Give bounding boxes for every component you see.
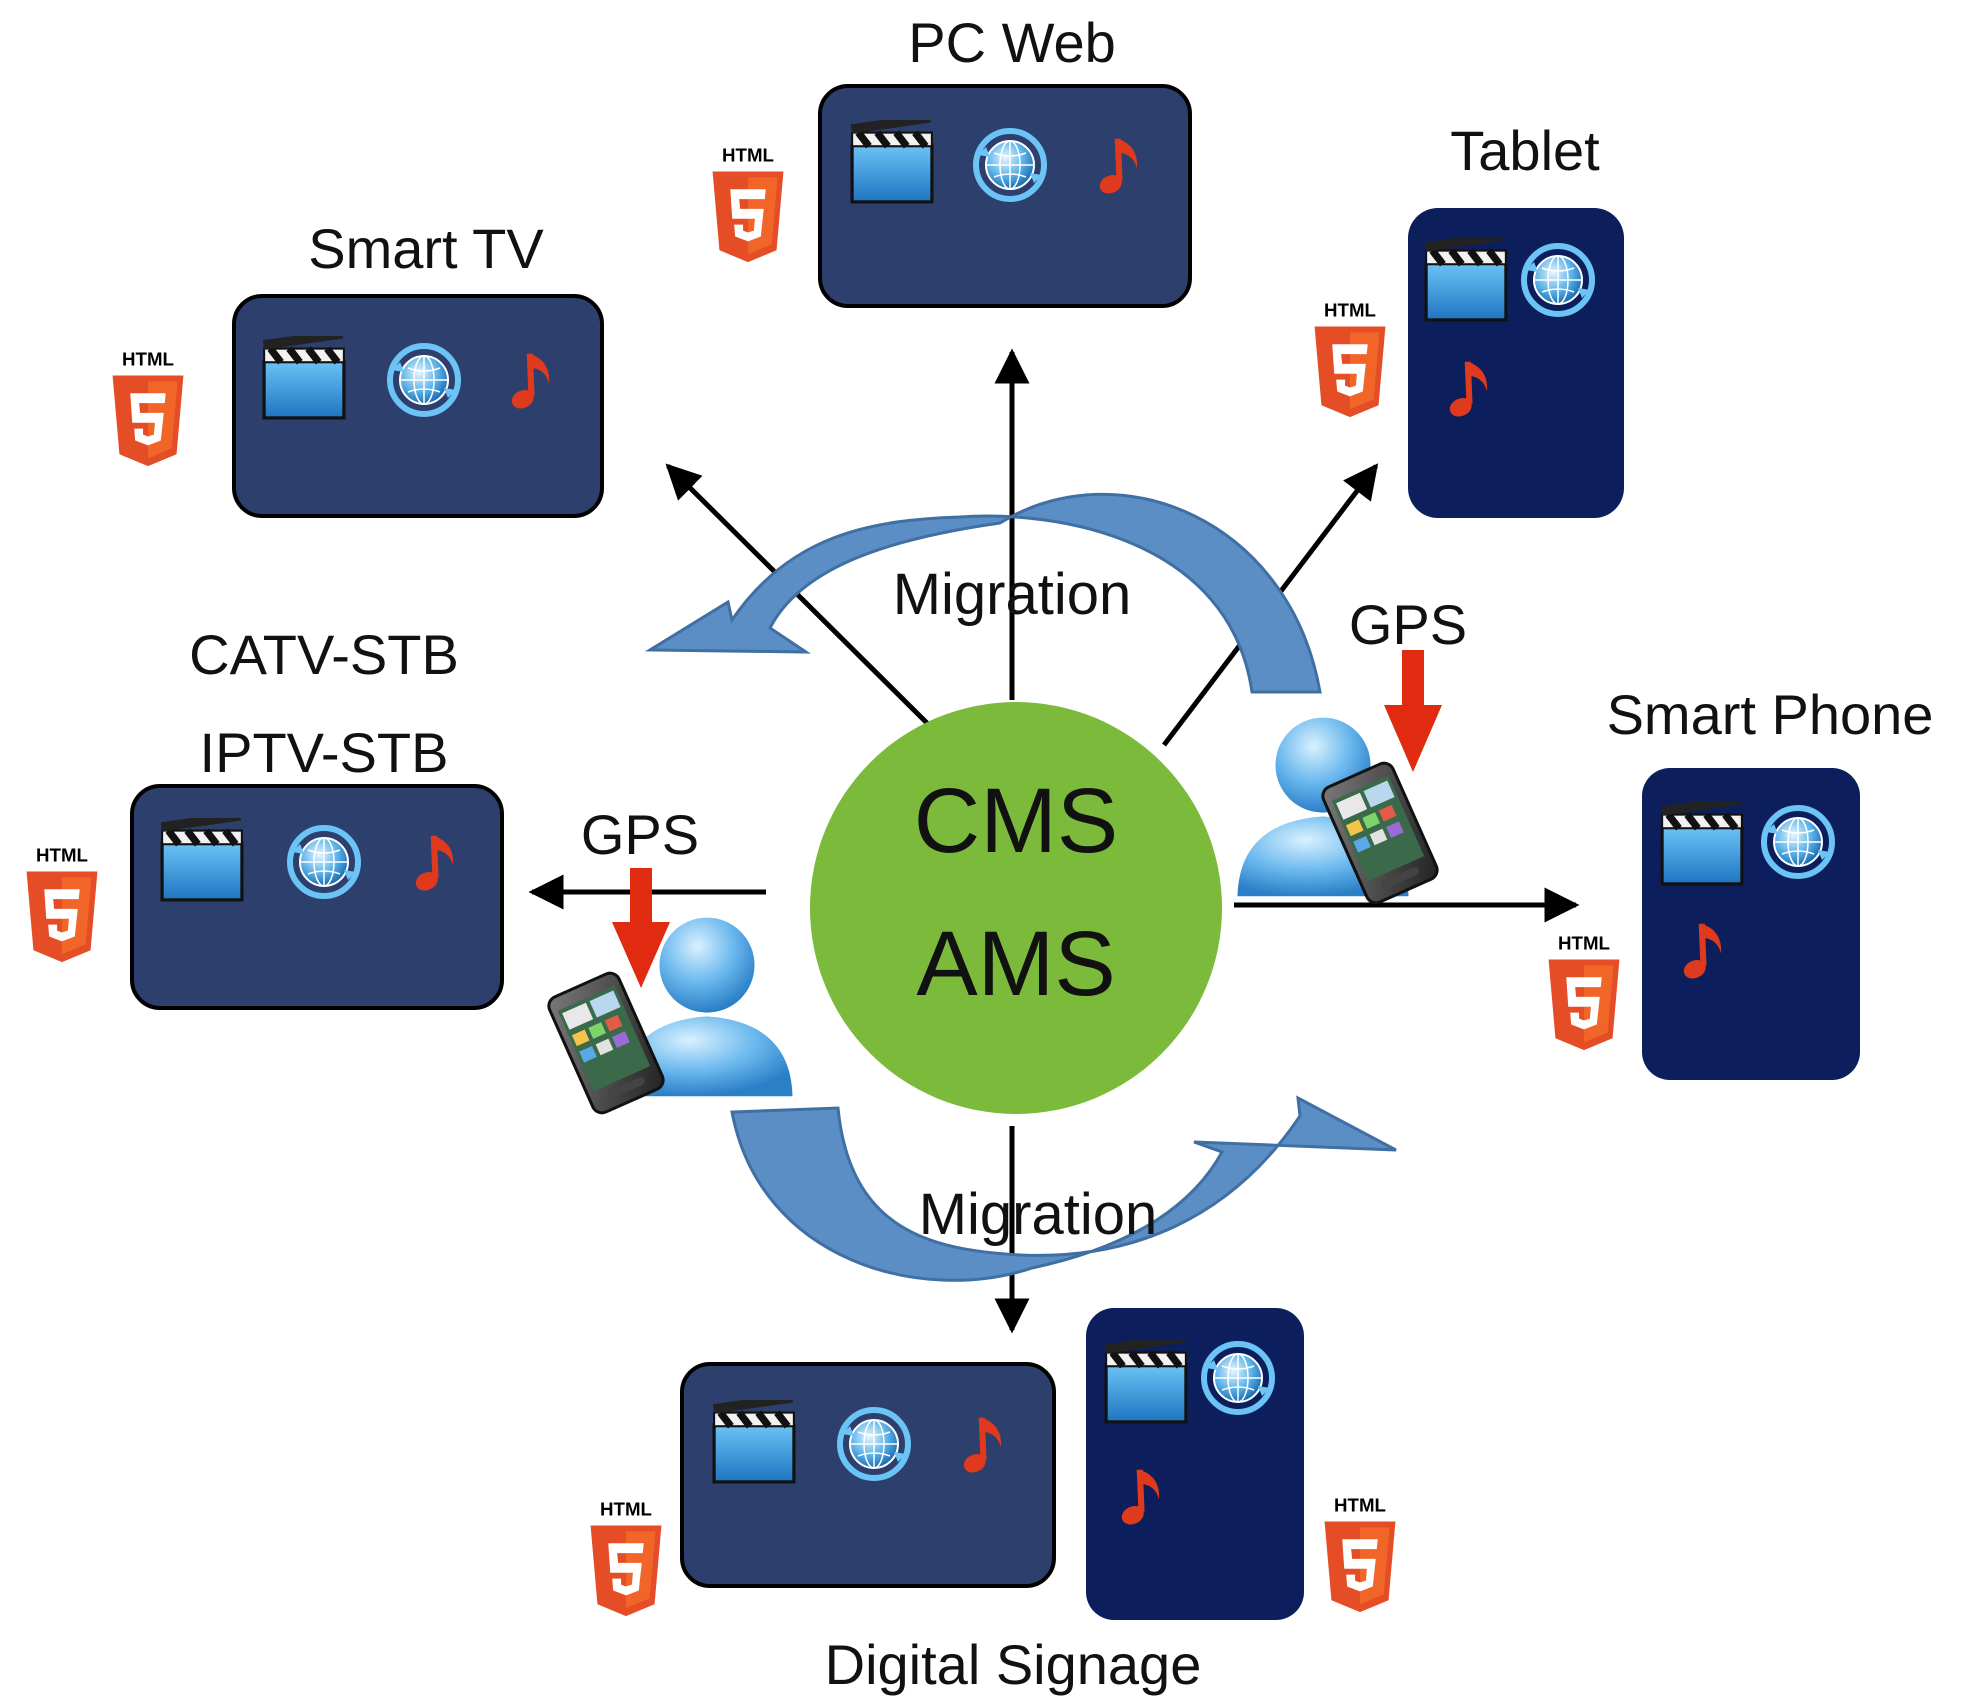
html5-icon [1548, 931, 1620, 1051]
arrow-to-smart-tv [665, 463, 934, 730]
gps-left-label: GPS [581, 803, 699, 866]
device-tablet: Tablet [1314, 119, 1624, 518]
migration-label-top: Migration [893, 562, 1132, 627]
globe-sync-icon [290, 828, 358, 896]
gps-right: GPS [1349, 593, 1467, 772]
hub-label-ams: AMS [916, 913, 1115, 1015]
globe-sync-icon [390, 346, 458, 414]
tablet-label: Tablet [1450, 119, 1600, 182]
user-left [544, 917, 793, 1118]
digital-signage-label: Digital Signage [825, 1633, 1202, 1696]
migration-arrow-top [644, 492, 1322, 694]
globe-sync-icon [1204, 1344, 1272, 1412]
globe-sync-icon [1524, 246, 1592, 314]
catv-stb-label: CATV-STB [189, 623, 459, 686]
device-smart-tv: Smart TV [112, 217, 604, 518]
device-smart-phone: Smart Phone [1548, 683, 1934, 1080]
device-digital-signage: Digital Signage [590, 1308, 1396, 1696]
cms-ams-circle [810, 702, 1222, 1114]
migration-label-bottom: Migration [919, 1182, 1158, 1247]
globe-sync-icon [1764, 808, 1832, 876]
smart-tv-label: Smart TV [308, 217, 544, 280]
html5-icon [1314, 298, 1386, 418]
html5-icon [26, 843, 98, 963]
smart-phone-label: Smart Phone [1607, 683, 1934, 746]
device-stb: CATV-STB IPTV-STB [26, 623, 504, 1010]
phone-icon [544, 968, 668, 1118]
iptv-stb-label: IPTV-STB [200, 721, 449, 784]
gps-left: GPS [581, 803, 699, 988]
pc-web-label: PC Web [908, 11, 1115, 74]
hub-label-cms: CMS [914, 770, 1118, 872]
gps-arrow-icon [1384, 650, 1442, 772]
html5-icon [712, 143, 784, 263]
globe-sync-icon [976, 131, 1044, 199]
device-pc-web: PC Web [712, 11, 1192, 308]
gps-right-label: GPS [1349, 593, 1467, 656]
globe-sync-icon [840, 1410, 908, 1478]
html5-icon [112, 347, 184, 467]
migration-arrow-bottom [730, 1095, 1397, 1282]
html5-icon [590, 1497, 662, 1617]
gps-arrow-icon [612, 868, 670, 988]
html5-icon [1324, 1493, 1396, 1613]
